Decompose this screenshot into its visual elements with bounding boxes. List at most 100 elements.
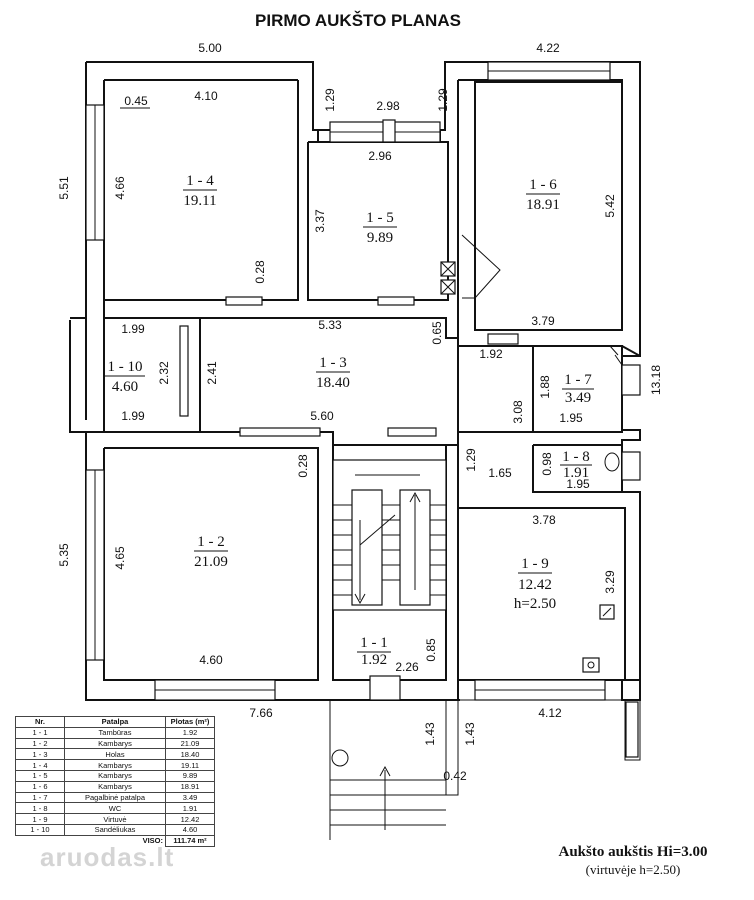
cell: 1 - 10 bbox=[15, 823, 65, 836]
dim: 1.92 bbox=[479, 347, 503, 361]
dim: 1.43 bbox=[463, 722, 477, 746]
cell: 21.09 bbox=[165, 737, 215, 750]
room-id-1-3: 1 - 3 bbox=[319, 355, 347, 371]
dim: 4.66 bbox=[113, 176, 127, 200]
room-area-1-5: 9.89 bbox=[367, 230, 393, 246]
cell: 1 - 5 bbox=[15, 769, 65, 782]
dim: 1.29 bbox=[436, 88, 450, 112]
cell: 3.49 bbox=[165, 791, 215, 804]
plan-title: PIRMO AUKŠTO PLANAS bbox=[255, 11, 461, 30]
dim: 3.29 bbox=[603, 570, 617, 594]
dim: 7.66 bbox=[249, 706, 273, 720]
room-id-1-10: 1 - 10 bbox=[108, 359, 143, 375]
cell: Tambūras bbox=[64, 726, 166, 739]
cell: Kambarys bbox=[64, 737, 166, 750]
cell: Virtuvė bbox=[64, 813, 166, 825]
room-id-1-5: 1 - 5 bbox=[366, 210, 394, 226]
dim: 0.28 bbox=[296, 454, 310, 478]
dim: 2.96 bbox=[368, 149, 392, 163]
cell: 1 - 9 bbox=[15, 813, 65, 825]
dim: 2.98 bbox=[376, 99, 400, 113]
dim: 1.29 bbox=[464, 448, 478, 472]
cell: 1.91 bbox=[165, 802, 215, 815]
dim: 4.10 bbox=[194, 89, 218, 103]
cell: Pagalbinė patalpa bbox=[64, 791, 166, 804]
room-area-1-6: 18.91 bbox=[526, 197, 560, 213]
legend-header-area: Plotas (m²) bbox=[165, 716, 215, 728]
dim: 1.95 bbox=[566, 477, 590, 491]
dim: 0.45 bbox=[124, 94, 148, 108]
dim: 5.42 bbox=[603, 194, 617, 218]
cell: 19.11 bbox=[165, 759, 215, 771]
room-id-1-1: 1 - 1 bbox=[360, 635, 388, 651]
room-area-1-4: 19.11 bbox=[183, 193, 216, 209]
dim: 5.00 bbox=[198, 41, 222, 55]
dim: 1.99 bbox=[121, 409, 145, 423]
cell: 9.89 bbox=[165, 769, 215, 782]
cell: Kambarys bbox=[64, 780, 166, 793]
total-label: VISO: bbox=[142, 836, 163, 846]
cell: 4.60 bbox=[165, 823, 215, 836]
dim: 4.60 bbox=[199, 653, 223, 667]
cell: 1 - 6 bbox=[15, 780, 65, 793]
entrance-steps bbox=[329, 699, 641, 840]
room-id-1-4: 1 - 4 bbox=[186, 173, 214, 189]
table-total-row: VISO: 111.74 m² bbox=[16, 834, 215, 847]
cell: 12.42 bbox=[165, 813, 215, 825]
dim: 5.35 bbox=[57, 543, 71, 567]
dim: 4.22 bbox=[536, 41, 560, 55]
room-area-1-1: 1.92 bbox=[361, 652, 387, 668]
kitchen-height: (virtuvėje h=2.50) bbox=[586, 862, 681, 877]
dim: 5.51 bbox=[57, 176, 71, 200]
dim: 1.43 bbox=[423, 722, 437, 746]
dim: 2.41 bbox=[205, 361, 219, 385]
watermark: aruodas.lt bbox=[40, 842, 175, 872]
cell: 1 - 4 bbox=[15, 759, 65, 771]
room-id-1-7: 1 - 7 bbox=[564, 372, 592, 388]
cell: 1 - 1 bbox=[15, 726, 65, 739]
dim: 3.79 bbox=[531, 314, 555, 328]
dim: 4.12 bbox=[538, 706, 562, 720]
dim: 3.08 bbox=[511, 400, 525, 424]
cell: Kambarys bbox=[64, 769, 166, 782]
staircase bbox=[332, 459, 447, 611]
dim: 0.65 bbox=[430, 321, 444, 345]
cell: 1 - 8 bbox=[15, 802, 65, 815]
floor-height: Aukšto aukštis Hi=3.00 bbox=[558, 844, 707, 860]
dim: 1.95 bbox=[559, 411, 583, 425]
dim: 5.60 bbox=[310, 409, 334, 423]
fixtures bbox=[440, 234, 623, 673]
room-id-1-2: 1 - 2 bbox=[197, 534, 225, 550]
windows bbox=[85, 61, 641, 701]
dim: 2.26 bbox=[395, 660, 419, 674]
dim: 3.78 bbox=[532, 513, 556, 527]
cell: Kambarys bbox=[64, 759, 166, 771]
dim: 0.98 bbox=[540, 452, 554, 476]
cell: 18.40 bbox=[165, 748, 215, 761]
cell: WC bbox=[64, 802, 166, 815]
room-id-1-6: 1 - 6 bbox=[529, 177, 557, 193]
dim: 1.65 bbox=[488, 466, 512, 480]
cell: Sandėliukas bbox=[64, 823, 166, 836]
dimension-labels: 5.00 4.22 5.51 4.66 0.45 4.10 1.29 2.98 … bbox=[57, 41, 663, 783]
cell: Holas bbox=[64, 748, 166, 761]
dim: 0.85 bbox=[424, 638, 438, 662]
room-labels: 1 - 4 19.11 1 - 5 9.89 1 - 6 18.91 1 - 1… bbox=[105, 173, 594, 668]
dim: 1.29 bbox=[323, 88, 337, 112]
cell: 1 - 7 bbox=[15, 791, 65, 804]
dim: 1.99 bbox=[121, 322, 145, 336]
dim: 0.42 bbox=[443, 769, 467, 783]
cell: 1 - 3 bbox=[15, 748, 65, 761]
dim: 2.32 bbox=[157, 361, 171, 385]
room-area-1-10: 4.60 bbox=[112, 379, 138, 395]
